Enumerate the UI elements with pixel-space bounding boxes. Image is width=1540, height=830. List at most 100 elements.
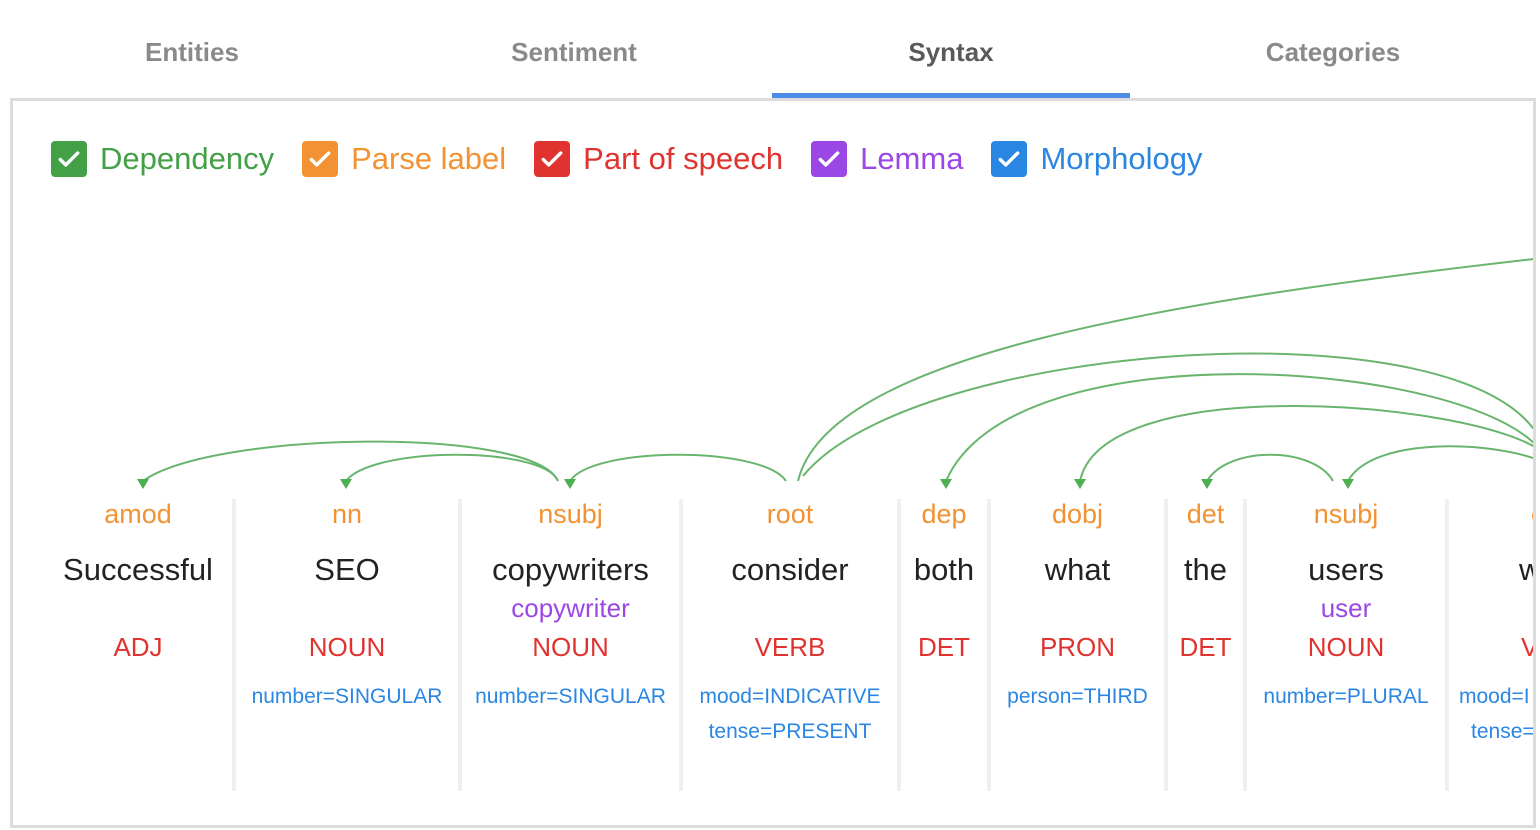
arc-offscreen-users bbox=[1347, 445, 1533, 482]
arc-copywriters-seo bbox=[345, 453, 559, 482]
option-part-of-speech[interactable]: Part of speech bbox=[534, 141, 783, 177]
token-word: Successful bbox=[63, 552, 213, 587]
token-pos: V bbox=[1521, 632, 1533, 663]
tab-label: Sentiment bbox=[511, 37, 637, 67]
morph-feature: tense= bbox=[1471, 720, 1533, 743]
parse-label-checkbox[interactable] bbox=[302, 141, 339, 177]
arc-consider-copywriters bbox=[569, 453, 787, 482]
arc-users-the bbox=[1206, 453, 1334, 482]
token-word: what bbox=[1044, 552, 1111, 587]
token-word: consider bbox=[731, 552, 849, 587]
token-word: both bbox=[913, 552, 975, 587]
parse-label: dep bbox=[921, 499, 967, 529]
option-lemma[interactable]: Lemma bbox=[811, 141, 963, 177]
column-separator bbox=[987, 499, 991, 791]
column-separator bbox=[679, 499, 683, 791]
check-icon bbox=[818, 151, 840, 167]
check-icon bbox=[58, 151, 80, 167]
token-column: amod Successful ADJ bbox=[43, 499, 233, 791]
arc-consider-offscreen bbox=[797, 258, 1533, 482]
token-pos: DET bbox=[1179, 632, 1232, 662]
arrow-det bbox=[1201, 479, 1213, 489]
token-morphology: number=SINGULAR bbox=[236, 679, 458, 714]
part-of-speech-checkbox[interactable] bbox=[534, 141, 571, 177]
token-pos: DET bbox=[918, 632, 970, 662]
tab-underline bbox=[772, 93, 1130, 98]
morph-feature: number=PLURAL bbox=[1263, 685, 1429, 708]
tab-bar: Entities Sentiment Syntax Categories bbox=[0, 0, 1540, 98]
morph-feature: number=SINGULAR bbox=[251, 685, 443, 708]
token-column: dobj what PRON person=THIRD bbox=[991, 499, 1164, 791]
morph-feature: number=SINGULAR bbox=[475, 685, 666, 708]
column-separator bbox=[232, 499, 236, 791]
parse-label: nn bbox=[331, 499, 363, 529]
syntax-panel: Dependency Parse label Part of speech Le… bbox=[10, 98, 1536, 828]
token-morphology: person=THIRD bbox=[991, 679, 1164, 714]
option-label: Morphology bbox=[1040, 141, 1203, 176]
token-column: dep both DET bbox=[901, 499, 987, 791]
tab-categories[interactable]: Categories bbox=[1143, 0, 1523, 98]
arc-offscreen-consider bbox=[802, 352, 1533, 477]
token-pos: NOUN bbox=[532, 632, 609, 662]
column-separator bbox=[1164, 499, 1168, 791]
tab-syntax[interactable]: Syntax bbox=[772, 0, 1130, 98]
tab-label: Syntax bbox=[908, 37, 994, 67]
token-column: nn SEO NOUN number=SINGULAR bbox=[236, 499, 458, 791]
option-dependency[interactable]: Dependency bbox=[51, 141, 274, 177]
option-label: Dependency bbox=[100, 141, 275, 176]
tab-entities[interactable]: Entities bbox=[2, 0, 382, 98]
tab-sentiment[interactable]: Sentiment bbox=[384, 0, 764, 98]
token-word: copywriters bbox=[492, 552, 649, 587]
arrow-dep bbox=[940, 479, 952, 489]
check-icon bbox=[541, 151, 563, 167]
arrow-nsubj bbox=[564, 479, 576, 489]
option-parse-label[interactable]: Parse label bbox=[302, 141, 506, 177]
arrow-amod bbox=[137, 479, 149, 489]
option-label: Parse label bbox=[351, 141, 507, 176]
token-column-partial: c w V mood=I tense= bbox=[1449, 499, 1533, 791]
token-word: users bbox=[1308, 552, 1384, 587]
morphology-checkbox[interactable] bbox=[991, 141, 1028, 177]
token-column: nsubj users user NOUN number=PLURAL bbox=[1247, 499, 1445, 791]
parse-label: nsubj bbox=[1313, 499, 1379, 529]
option-label: Lemma bbox=[860, 141, 964, 176]
token-pos: VERB bbox=[754, 632, 826, 662]
column-separator bbox=[1243, 499, 1247, 791]
parse-label: dobj bbox=[1051, 499, 1104, 529]
arc-offscreen-what bbox=[1079, 405, 1533, 482]
display-options: Dependency Parse label Part of speech Le… bbox=[51, 139, 1230, 179]
morph-feature: mood=INDICATIVE bbox=[699, 685, 881, 708]
token-pos: ADJ bbox=[113, 632, 163, 662]
token-lemma: copywriter bbox=[511, 593, 630, 623]
parse-label: c bbox=[1531, 499, 1533, 530]
token-column: det the DET bbox=[1168, 499, 1243, 791]
check-icon bbox=[309, 151, 331, 167]
token-pos: PRON bbox=[1039, 632, 1116, 662]
token-morphology: number=PLURAL bbox=[1247, 679, 1445, 714]
token-morphology: mood=INDICATIVE tense=PRESENT bbox=[683, 679, 897, 749]
parse-label: nsubj bbox=[538, 499, 603, 529]
dependency-checkbox[interactable] bbox=[51, 141, 87, 177]
arrow-nsubj-users bbox=[1342, 479, 1354, 489]
token-pos: NOUN bbox=[1307, 632, 1385, 662]
parse-label: amod bbox=[104, 499, 172, 529]
column-separator bbox=[1445, 499, 1449, 791]
option-morphology[interactable]: Morphology bbox=[991, 141, 1202, 177]
token-word: the bbox=[1183, 552, 1228, 587]
tab-label: Entities bbox=[145, 37, 239, 67]
arc-offscreen-both bbox=[945, 373, 1533, 482]
arrow-nn bbox=[340, 479, 352, 489]
parse-label: det bbox=[1186, 499, 1225, 529]
morph-feature: mood=I bbox=[1459, 685, 1530, 708]
token-lemma: user bbox=[1320, 593, 1372, 623]
token-morphology: mood=I tense= bbox=[1459, 679, 1533, 749]
lemma-checkbox[interactable] bbox=[811, 141, 848, 177]
token-column: nsubj copywriters copywriter NOUN number… bbox=[462, 499, 679, 791]
token-column: root consider VERB mood=INDICATIVE tense… bbox=[683, 499, 897, 791]
column-separator bbox=[458, 499, 462, 791]
token-word: w bbox=[1519, 552, 1533, 588]
morph-feature: person=THIRD bbox=[1007, 685, 1148, 708]
token-word: SEO bbox=[314, 552, 380, 587]
arrow-dobj bbox=[1074, 479, 1086, 489]
morph-feature: tense=PRESENT bbox=[708, 720, 872, 743]
